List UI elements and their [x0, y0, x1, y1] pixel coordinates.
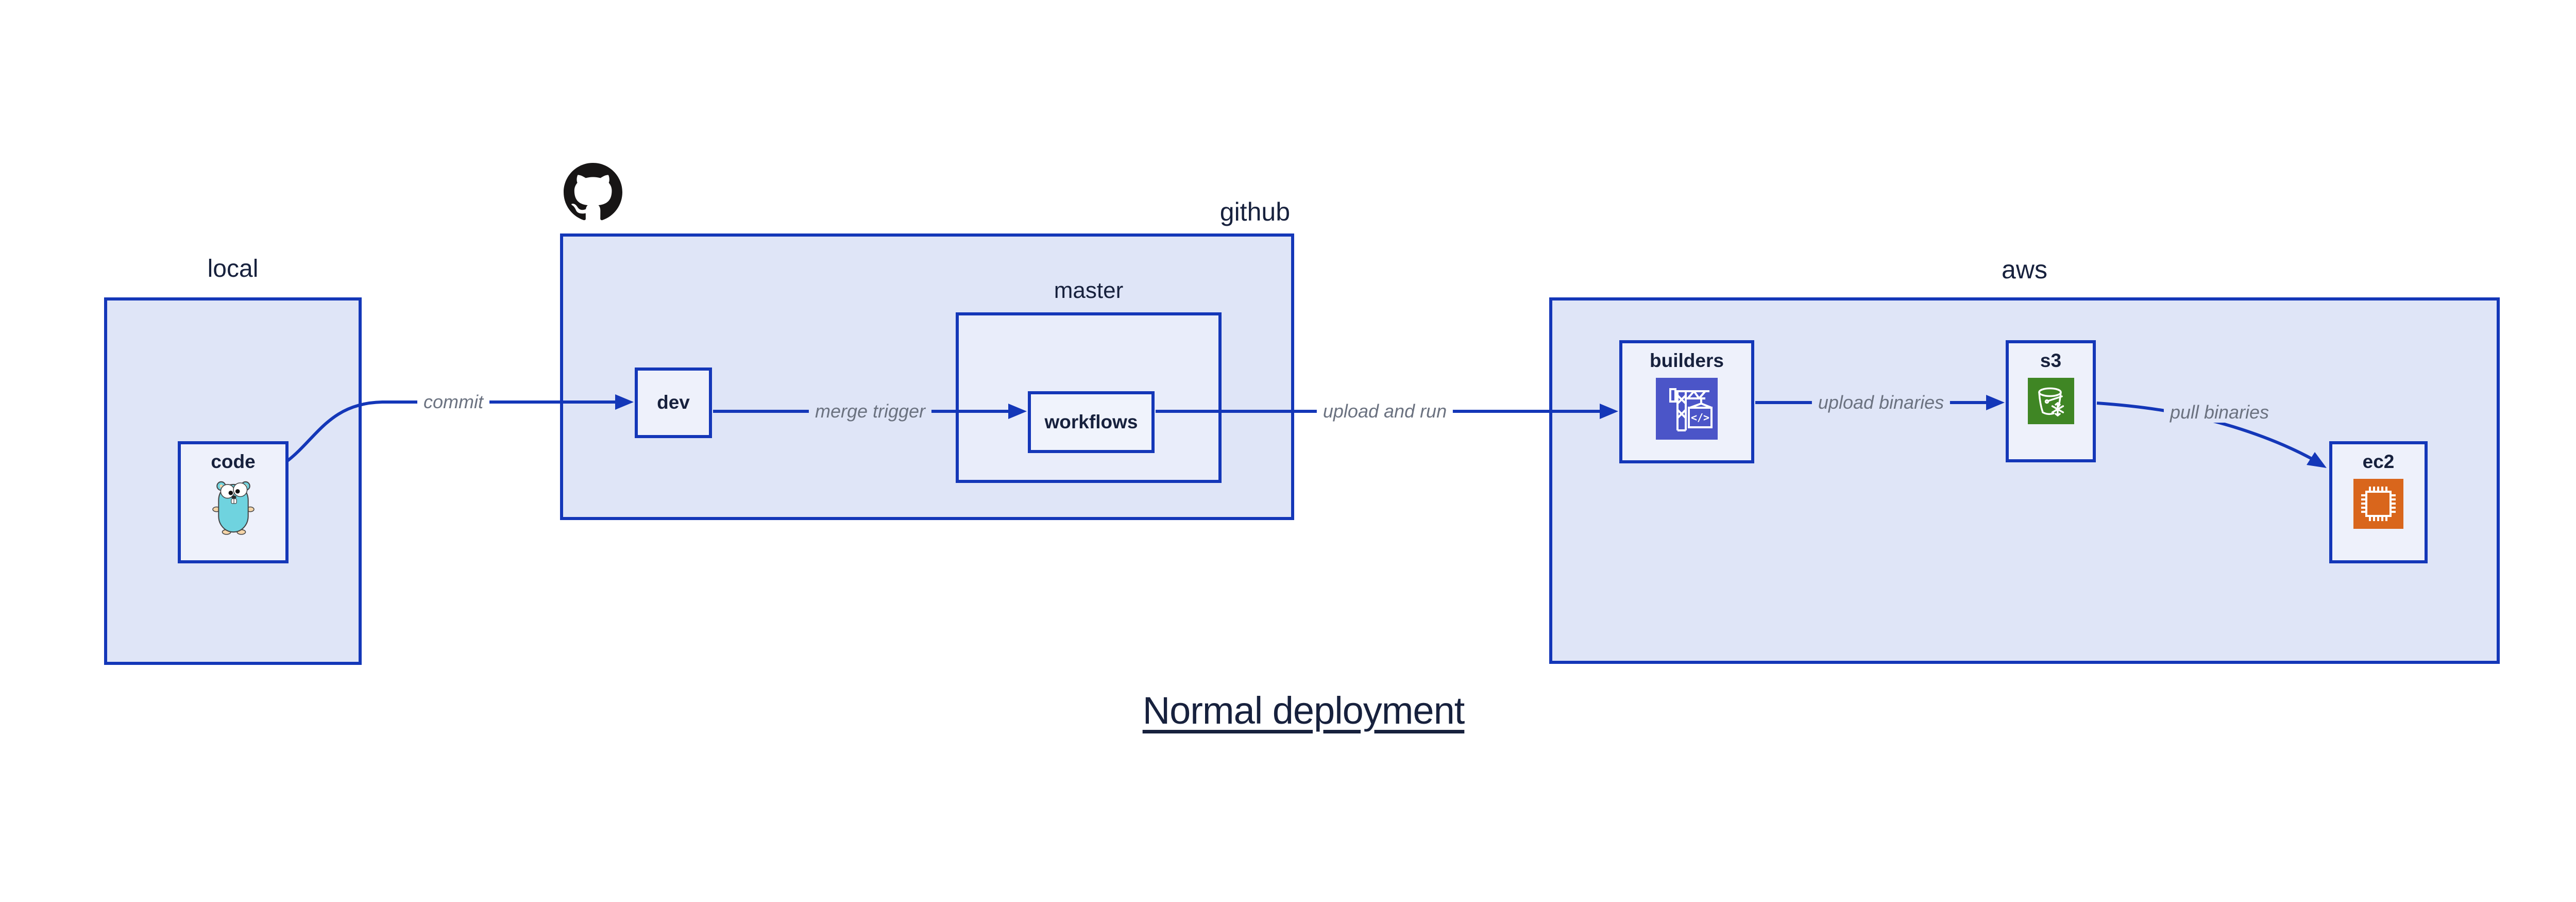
- aws-container-label: aws: [2002, 255, 2047, 284]
- s3-node: s3: [2006, 340, 2096, 462]
- diagram-title: Normal deployment: [1142, 689, 1465, 732]
- edge-merge-trigger-label: merge trigger: [808, 401, 932, 422]
- edge-upload-binaries-label: upload binaries: [1811, 392, 1951, 413]
- builders-node-label: builders: [1650, 350, 1724, 371]
- edge-commit-label: commit: [417, 392, 489, 412]
- go-gopher-icon: [212, 479, 255, 536]
- github-logo-icon: [564, 163, 622, 222]
- ec2-node: ec2: [2329, 441, 2428, 563]
- edge-pull-binaries-label: pull binaries: [2163, 402, 2276, 423]
- workflows-node: workflows: [1028, 391, 1155, 453]
- s3-glacier-bucket-icon: [2027, 377, 2074, 424]
- master-container-label: master: [1054, 278, 1124, 303]
- code-node: code: [178, 441, 289, 563]
- edge-upload-and-run-label: upload and run: [1316, 401, 1453, 422]
- code-node-label: code: [211, 451, 256, 472]
- builders-node: builders </>: [1619, 340, 1754, 463]
- dev-node: dev: [635, 368, 712, 438]
- local-container-label: local: [207, 255, 259, 282]
- codebuild-crane-icon: </>: [1656, 377, 1718, 440]
- github-container-label: github: [1219, 197, 1290, 226]
- dev-node-label: dev: [657, 392, 690, 413]
- ec2-chip-icon: [2353, 478, 2403, 529]
- svg-text:</>: </>: [1691, 411, 1709, 424]
- workflows-node-label: workflows: [1044, 411, 1138, 432]
- ec2-node-label: ec2: [2362, 451, 2395, 472]
- s3-node-label: s3: [2040, 350, 2062, 371]
